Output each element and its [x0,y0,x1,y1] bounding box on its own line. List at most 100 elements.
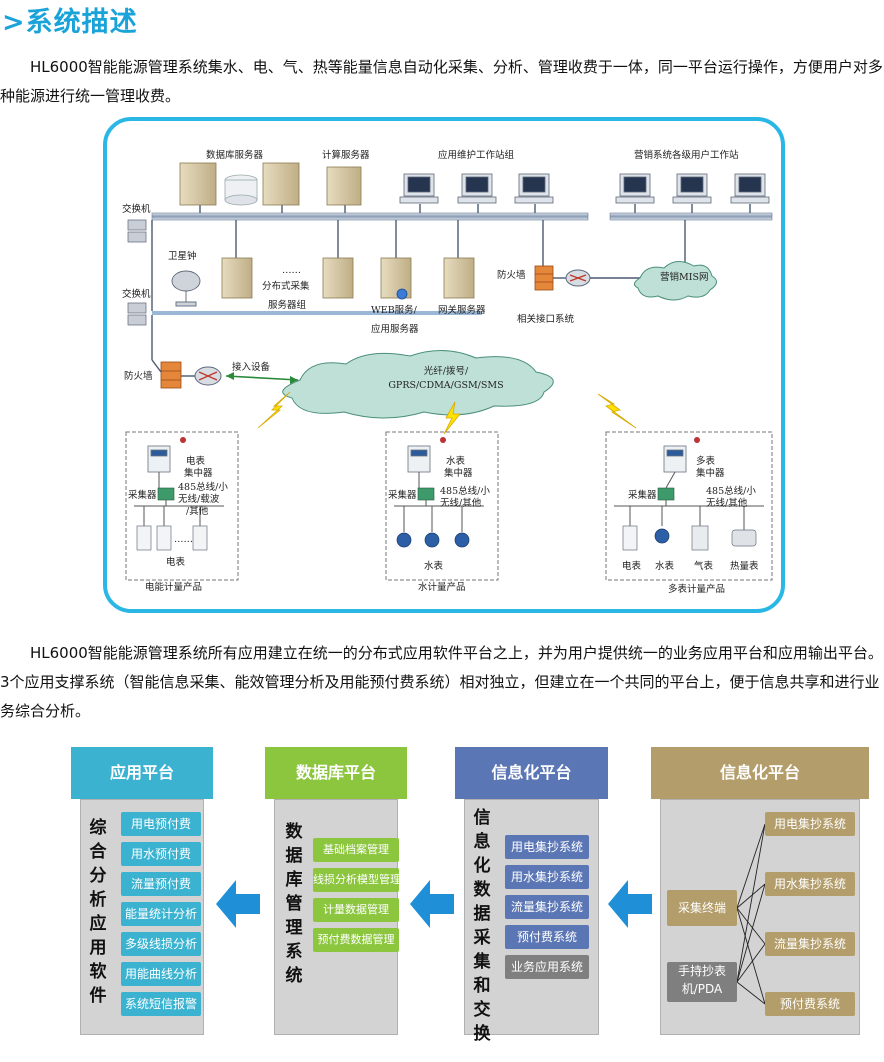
multi-product-label: 多表计量产品 [668,584,726,595]
multi-heat-label: 热量表 [730,561,759,572]
info2-connector-lines [736,823,766,1005]
satellite-clock-label: 卫星钟 [168,251,197,262]
db-item-2: 计量数据管理 [313,898,399,922]
gateway-server-label: 网关服务器 [438,305,486,316]
info2-connector-1-1 [736,883,766,983]
access-device-label: 接入设备 [232,362,271,373]
arrow-info-to-db [410,880,454,928]
db-servers-label: 数据库服务器 [206,150,264,161]
db-platform-header: 数据库平台 [265,747,407,799]
elec-conc-label-1: 电表 [186,456,206,467]
app-platform-vtitle: 综合分析应用软件 [89,818,107,1006]
info2-left-item-1: 手持抄表机/PDA [667,962,737,1002]
platform-paragraph: HL6000智能能源管理系统所有应用建立在统一的分布式应用软件平台之上，并为用户… [0,644,883,720]
main-bus [151,212,589,221]
elec-bus-label-1: 485总线/小 [178,482,228,493]
elec-collector-label: 采集器 [128,490,157,501]
info-item-2: 流量集抄系统 [505,895,589,919]
calc-server-label: 计算服务器 [322,150,370,161]
gas-meter-icon [691,525,709,551]
water-bus-label-1: 485总线/小 [440,486,490,497]
arrow-info2-to-info [608,880,652,928]
info-platform-vtitle: 信息化数据采集和交换 [473,808,491,1044]
wireless-links [257,391,637,435]
sales-bus [609,212,773,221]
elec-product-label: 电能计量产品 [145,582,203,593]
antenna-icons [180,437,700,443]
elec-product-box [125,431,239,581]
db-item-3: 预付费数据管理 [313,928,399,952]
web-server-label-1: WEB服务/ [371,305,417,316]
info2-connector-1-3 [736,981,766,1005]
multi-bus-label-2: 无线/其他 [706,498,748,509]
intro-paragraph: HL6000智能能源管理系统集水、电、气、热等能量信息自动化采集、分析、管理收费… [0,58,883,105]
dist-server-icons [221,257,475,300]
interface-system-label: 相关接口系统 [517,314,575,325]
info2-connector-1-2 [736,943,766,983]
app-item-2: 流量预付费 [121,872,201,896]
router-icon-1 [565,269,591,287]
switch-icon-2 [127,302,147,326]
water-meter-icons [396,528,670,548]
elec-bus-label-3: /其他 [186,506,209,517]
firewall-1-label: 防火墙 [497,270,526,281]
firewall-icon-1 [534,265,554,291]
db-server-icon [179,162,300,206]
mis-net-label: 营销MIS网 [660,272,709,283]
second-bus [152,311,482,315]
multi-product-box [605,431,773,581]
info2-platform-header: 信息化平台 [651,747,869,799]
app-item-3: 能量统计分析 [121,902,201,926]
multi-conc-label-1: 多表 [696,456,716,467]
info2-left-item-0: 采集终端 [667,890,737,926]
mis-cloud [634,261,717,301]
sales-workstations-label: 营销系统各级用户工作站 [634,150,739,161]
info-item-0: 用电集抄系统 [505,835,589,859]
elec-meter-label: 电表 [166,557,186,568]
app-item-1: 用水预付费 [121,842,201,866]
info2-connector-0-1 [736,883,766,909]
elec-conc-label-2: 集中器 [184,468,213,479]
network-lines [125,162,773,581]
multi-gas-label: 气表 [694,561,714,572]
db-platform: 数据库平台 数据库管理系统 基础档案管理线损分析模型管理计量数据管理预付费数据管… [265,747,407,1035]
elec-dots: …… [174,534,193,545]
dist-servers-label-2: 服务器组 [268,300,307,311]
info-platform: 信息化平台 信息化数据采集和交换 用电集抄系统用水集抄系统流量集抄系统预付费系统… [455,747,608,1044]
elec-bus-label-2: 无线/载波 [178,494,220,505]
calc-server-icon [326,166,362,206]
collector-icons [157,487,675,501]
info-item-1: 用水集抄系统 [505,865,589,889]
app-item-4: 多级线损分析 [121,932,201,956]
satellite-dish-icon [171,270,201,307]
water-product-box [385,431,499,581]
switch-2-label: 交换机 [122,289,151,300]
section-title: >系统描述 [2,7,138,38]
water-collector-label: 采集器 [388,490,417,501]
info2-connector-0-0 [736,823,766,909]
water-conc-label-2: 集中器 [444,468,473,479]
info2-right-item-1: 用水集抄系统 [765,872,855,896]
app-item-5: 用能曲线分析 [121,962,201,986]
info2-platform-body: 采集终端手持抄表机/PDA 用电集抄系统用水集抄系统流量集抄系统预付费系统 [660,799,860,1035]
workstation-icons [399,173,770,204]
info2-connector-0-2 [736,907,766,945]
info-platform-body: 信息化数据采集和交换 用电集抄系统用水集抄系统流量集抄系统预付费系统业务应用系统 [464,799,599,1044]
app-platform-header: 应用平台 [71,747,213,799]
info2-platform: 信息化平台 采集终端手持抄表机/PDA 用电集抄系统用水集抄系统流量集抄系统预付… [651,747,869,1035]
elec-meter-icons [136,525,638,551]
app-platform: 应用平台 综合分析应用软件 用电预付费用水预付费流量预付费能量统计分析多级线损分… [71,747,213,1035]
db-platform-vtitle: 数据库管理系统 [285,822,303,986]
concentrator-icons [147,445,687,473]
wan-cloud-label-2: GPRS/CDMA/GSM/SMS [388,380,504,391]
water-conc-label-1: 水表 [446,456,466,467]
water-meter-label: 水表 [424,561,444,572]
water-product-label: 水计量产品 [418,582,466,593]
firewall-icon-2 [160,361,182,389]
firewall-2-label: 防火墙 [124,371,153,382]
info-platform-header: 信息化平台 [455,747,608,799]
multi-collector-label: 采集器 [628,490,657,501]
app-item-6: 系统短信报警 [121,992,201,1016]
db-platform-body: 数据库管理系统 基础档案管理线损分析模型管理计量数据管理预付费数据管理 [274,799,401,1035]
arrow-db-to-app [216,880,260,928]
